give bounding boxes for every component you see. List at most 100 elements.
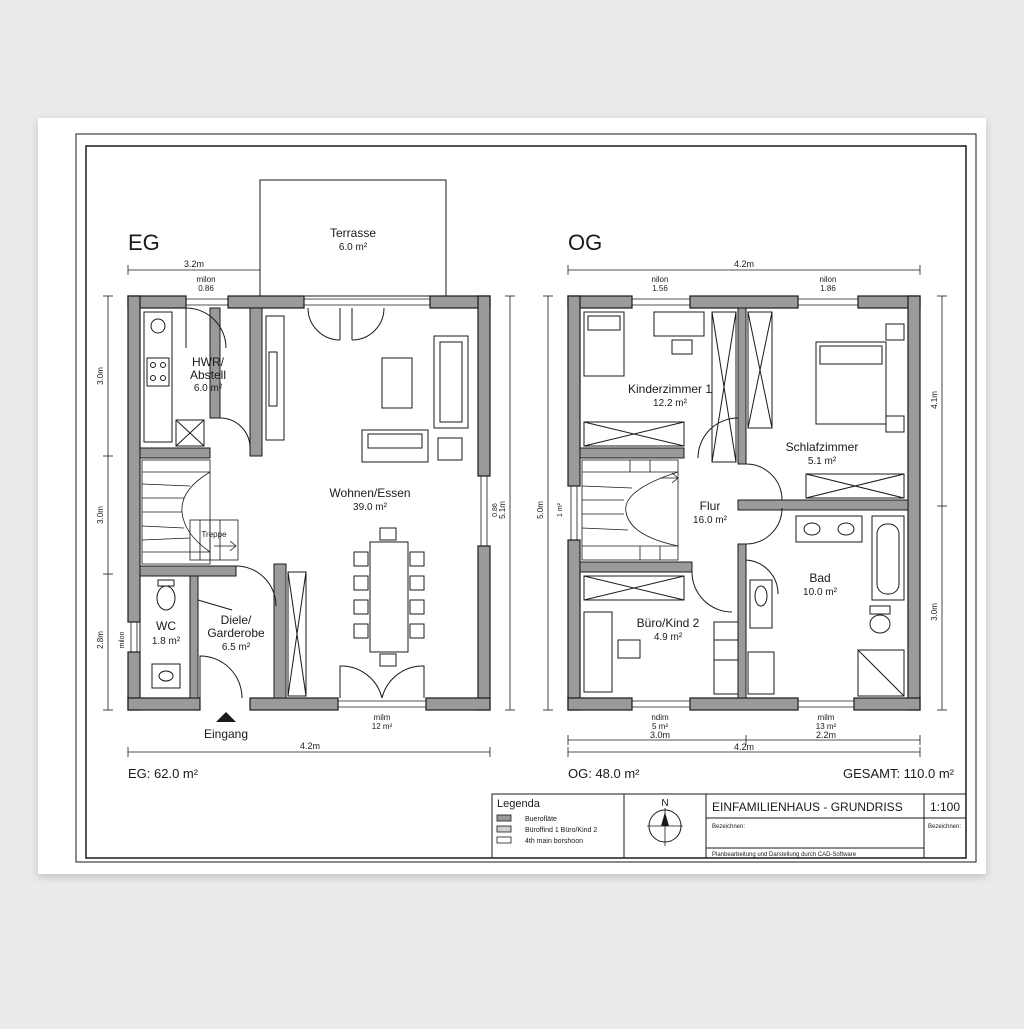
wc-fixtures [139,579,181,689]
og-top-right-window-label: nilon [820,275,837,284]
legend-swatches [496,814,512,844]
living-name: Wohnen/Essen [329,486,410,500]
hwr-name-2: Abstell [190,368,226,382]
eg-windows [130,298,488,708]
eg-floor-label: EG [128,230,160,255]
buero-furniture [583,575,739,695]
wc-name: WC [156,619,176,633]
terrace-name: Terrasse [330,226,376,240]
eg-dim-top-left: 3.2m [184,259,204,269]
title-footer: Planbearbeitung und Darstellung durch CA… [712,852,857,858]
og-dim-inner-left: 1 m² [557,502,564,517]
kinder1-name: Kinderzimmer 1 [628,382,712,396]
flur-name: Flur [700,499,721,513]
north-arrow-icon [647,808,683,846]
eg-dimension-top [127,265,261,275]
og-bottom-left-window-label: ndim [651,713,669,722]
eg-area-summary: EG: 62.0 m² [128,766,199,781]
living-furniture [265,307,469,699]
stairs-label: Treppe [201,530,227,539]
og-outer-walls [567,295,921,711]
og-dim-bottom-total: 4.2m [734,742,754,752]
schlaf-name: Schlafzimmer [786,440,859,454]
eg-outer-walls [127,295,491,711]
og-dim-top: 4.2m [734,259,754,269]
diele-name-1: Diele/ [221,613,252,627]
drawing-scale: 1:100 [930,800,960,814]
eg-dim-right: 5.1m [498,501,507,519]
og-dimension-top [567,265,921,275]
bad-area: 10.0 m² [803,587,838,598]
og-dim-bottom-left: 3.0m [650,730,670,740]
diele-name-2: Garderobe [207,626,265,640]
eg-floor: EG Terrasse 6.0 m² 3.2m milon 0.86 [96,179,515,781]
eg-bottom-window-size: 12 m² [372,722,393,731]
eg-dim-bottom: 4.2m [300,741,320,751]
title-field-a: Bezeichnen: [712,824,745,830]
legend-title: Legenda [497,798,541,810]
eg-dim-left-top: 3.0m [96,367,105,385]
eg-dimension-left [103,295,113,711]
og-top-left-window-size: 1.56 [652,284,668,293]
og-dimension-right [937,295,947,711]
og-stairs [581,459,679,561]
og-bottom-left-window-size: 5 m² [652,722,668,731]
buero-name: Büro/Kind 2 [637,616,700,630]
eg-stairs [141,459,239,565]
eg-dim-left-mid: 3.0m [96,506,105,524]
eg-right-window-size: 0.86 [492,503,499,517]
terrace-area: 6.0 m² [339,242,368,253]
paper-sheet [38,118,986,874]
eg-dimension-right [505,295,515,711]
eg-dim-left-bottom: 2.8m [96,631,105,649]
sheet-outer-frame [75,133,977,863]
hwr-area: 6.0 m² [194,383,223,394]
og-dim-right-top: 4.1m [930,391,939,409]
diele-doors [197,565,277,699]
og-dim-left: 5.0m [536,501,545,519]
schlaf-furniture [805,323,905,499]
schlaf-area: 5.1 m² [808,456,837,467]
eg-dimension-bottom [127,747,491,757]
og-windows [570,298,858,708]
eg-inner-walls [139,307,287,699]
og-bottom-right-window-size: 13 m² [816,722,837,731]
hwr-fixtures [143,307,251,449]
buero-area: 4.9 m² [654,632,683,643]
title-block [491,793,967,859]
og-dimension-bottom [567,735,921,757]
flur-doors [691,463,783,613]
og-inner-walls [579,307,909,699]
kinder1-furniture [583,311,773,463]
entrance-arrow-icon [216,712,236,722]
legend-item-2: Büroffind 1 Büro/Kind 2 [525,827,597,834]
og-bottom-right-window-label: milm [818,713,835,722]
eg-top-window-label: milon [196,275,215,284]
entrance-label: Eingang [204,727,248,741]
og-dim-bottom-right: 2.2m [816,730,836,740]
og-dimension-left [543,295,553,711]
title-field-b: Bezeichnen: [928,824,961,830]
eg-top-window-size: 0.86 [198,284,214,293]
wc-area: 1.8 m² [152,636,181,647]
og-dim-right-bottom: 3.0m [930,603,939,621]
bad-name: Bad [809,571,830,585]
terrace-outline [259,179,447,297]
legend-item-3: 4th main borshoon [525,838,583,845]
flur-area: 16.0 m² [693,515,728,526]
drawing-title: EINFAMILIENHAUS - GRUNDRISS [712,800,903,814]
og-top-right-window-size: 1.86 [820,284,836,293]
total-area-summary: GESAMT: 110.0 m² [843,766,955,781]
bad-fixtures [747,515,905,697]
og-area-summary: OG: 48.0 m² [568,766,640,781]
og-floor: OG 4.2m nilon 1.56 nilon 1.86 [536,230,955,781]
og-top-left-window-label: nilon [652,275,669,284]
kinder1-area: 12.2 m² [653,398,688,409]
diele-area: 6.5 m² [222,642,251,653]
legend-item-1: Buerofläte [525,816,557,823]
hwr-name-1: HWR/ [192,355,225,369]
eg-left-window-label: milon [119,632,126,649]
living-area: 39.0 m² [353,502,388,513]
